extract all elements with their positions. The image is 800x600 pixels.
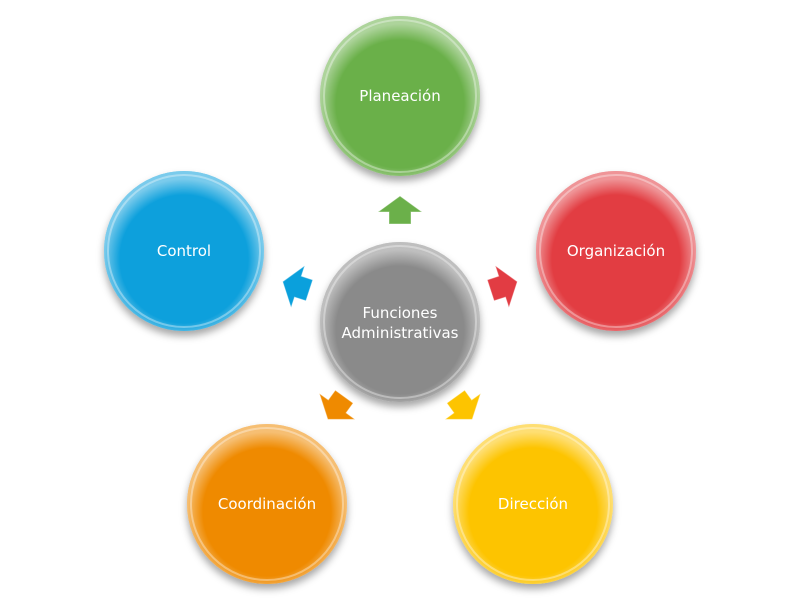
arrow-left-icon xyxy=(282,264,314,310)
arrow-to-planeacion xyxy=(376,195,424,225)
organizacion-label: Organización xyxy=(567,242,665,260)
arrow-to-direccion xyxy=(443,389,482,420)
node-direccion: Dirección xyxy=(453,424,613,584)
arrow-down-right-icon xyxy=(443,389,482,420)
node-planeacion: Planeación xyxy=(320,16,480,176)
direccion-label: Dirección xyxy=(498,495,568,513)
arrow-up-icon xyxy=(376,195,424,225)
arrow-to-control xyxy=(282,264,314,310)
planeacion-label: Planeación xyxy=(359,87,440,105)
arrow-to-coordinacion xyxy=(318,389,357,420)
arrow-right-icon xyxy=(486,264,518,310)
center-circle: Funciones Administrativas xyxy=(320,242,480,402)
arrow-to-organizacion xyxy=(486,264,518,310)
node-organizacion: Organización xyxy=(536,171,696,331)
control-label: Control xyxy=(157,242,211,260)
center-label-line-1: Funciones xyxy=(363,304,438,322)
arrow-down-left-icon xyxy=(318,389,357,420)
center-label-line-2: Administrativas xyxy=(342,324,459,342)
node-coordinacion: Coordinación xyxy=(187,424,347,584)
coordinacion-label: Coordinación xyxy=(218,495,316,513)
node-control: Control xyxy=(104,171,264,331)
